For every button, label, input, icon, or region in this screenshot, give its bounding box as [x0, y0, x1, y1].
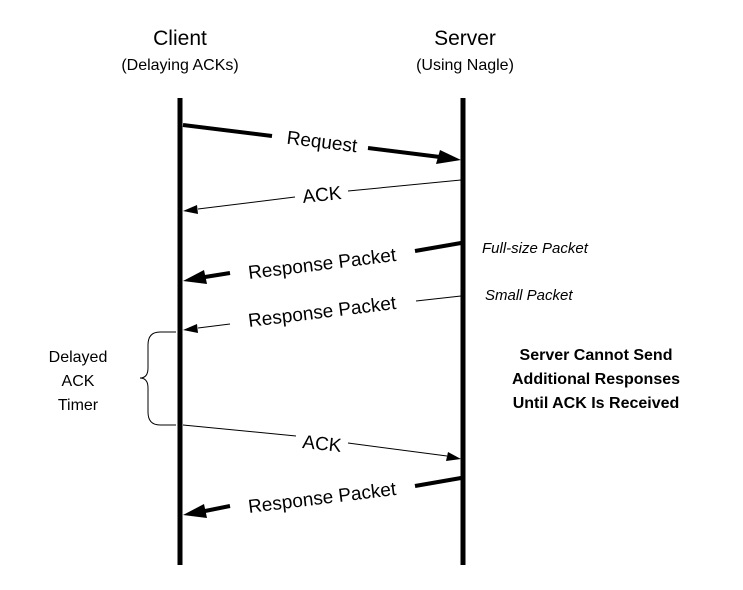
client-subtitle: (Delaying ACKs)	[121, 57, 238, 74]
small-packet-note: Small Packet	[485, 287, 573, 304]
timer-label-line-3: Timer	[58, 397, 99, 414]
server-note-line-1: Server Cannot Send	[520, 347, 673, 364]
response-3-arrowhead	[183, 504, 207, 518]
request-label: Request	[286, 128, 360, 158]
timer-label-line-2: ACK	[62, 373, 95, 390]
request-message: Request	[182, 123, 461, 164]
response-message-3: Response Packet	[183, 476, 462, 518]
server-note-line-3: Until ACK Is Received	[513, 395, 680, 412]
full-size-packet-note: Full-size Packet	[482, 240, 589, 257]
response-3-label: Response Packet	[247, 479, 398, 518]
response-1-arrowhead	[183, 270, 207, 284]
response-2-arrowhead	[183, 324, 198, 333]
request-arrowhead	[436, 150, 461, 164]
ack-message-2: ACK	[182, 424, 461, 461]
response-message-1: Response Packet	[183, 241, 462, 284]
ack-1-label: ACK	[302, 183, 343, 208]
timer-label-line-1: Delayed	[49, 349, 108, 366]
server-title: Server	[434, 27, 496, 50]
ack-1-arrowhead	[183, 205, 198, 214]
server-subtitle: (Using Nagle)	[416, 57, 514, 74]
ack-2-arrowhead	[446, 452, 461, 461]
timer-brace	[139, 331, 176, 426]
ack-message-1: ACK	[183, 179, 462, 214]
server-note-line-2: Additional Responses	[512, 371, 680, 388]
response-message-2: Response Packet	[183, 293, 462, 333]
ack-2-label: ACK	[301, 432, 342, 457]
client-title: Client	[153, 27, 207, 50]
response-1-label: Response Packet	[247, 245, 398, 284]
response-2-label: Response Packet	[247, 293, 398, 332]
